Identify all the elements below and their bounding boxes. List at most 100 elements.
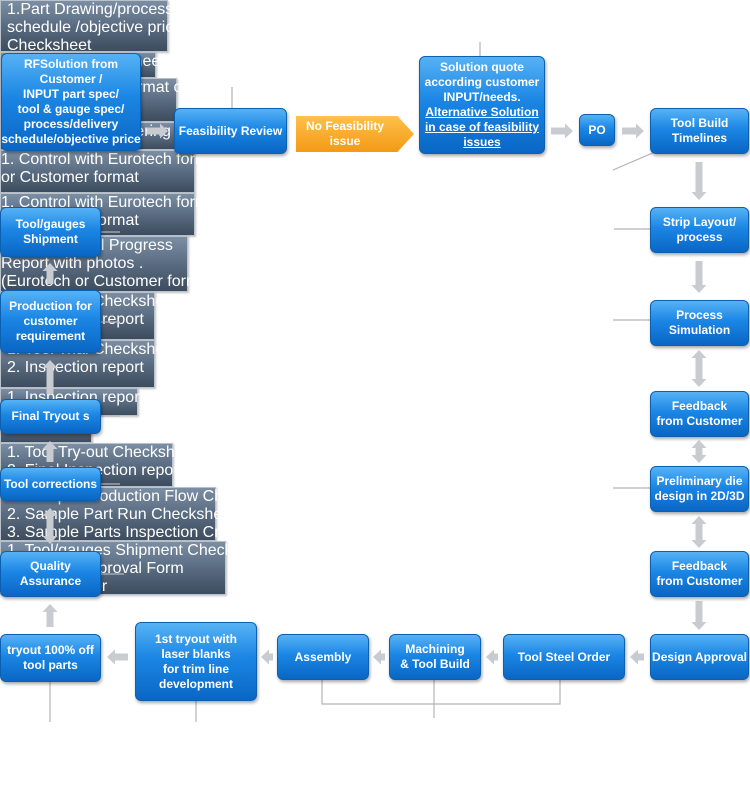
text-line: from Customer [656,574,743,588]
text-line: Alternative Solution [425,105,539,119]
text-line: Machining [405,642,465,656]
text-line: (Eurotech or Customer format) [1,273,218,290]
arrow-strip-to-simulation [691,261,707,293]
text-line: process [676,230,723,244]
text-line: Design Approval [652,649,747,664]
text-line: Tool Steel Order [517,649,611,664]
text-line: PO [588,122,606,137]
text-line: process/delivery [23,117,119,131]
text-line: 1. Control with Eurotech format [1,194,222,211]
text-line: Production for [9,299,92,313]
tool-steel-order-box: Tool Steel Order [503,634,625,680]
arrow-approval-to-steel [630,649,644,665]
text-line: Checksheet [7,37,92,54]
text-line: Final Tryout s [11,409,90,423]
text-line: Simulation [668,323,731,337]
connector-weekly [321,680,561,705]
text-line: Timelines [671,131,728,145]
text-line: RFSolution from [24,57,118,71]
arrow-quality-corrections [42,508,58,544]
arrow-po-to-timelines [622,123,644,139]
arrow-quote-to-po [551,123,573,139]
text-line: laser blanks [161,646,231,661]
part-drawing-note: 1.Part Drawing/process/schedule /objecti… [0,0,183,54]
text-line: Report with photos . [1,255,144,272]
text-line: 1. Control with Eurotech format [1,151,222,168]
text-line: issues [463,135,501,149]
strip-layout-box: Strip Layout/process [650,207,749,253]
text-line: development [158,676,233,691]
text-line: Tool/gauges [15,217,86,231]
arrow-feedback-preliminary [691,440,707,463]
text-line: Process [676,308,723,322]
text-line: tool parts [23,658,78,672]
arrow-machining-to-assembly [373,649,385,665]
arrow-preliminary-feedback [691,516,707,548]
arrow-first-tryout-to-100 [107,649,128,665]
arrow-production-to-shipment [42,263,58,284]
text-line: Preliminary die [656,474,743,488]
text-line: Strip Layout/ [662,215,737,229]
text-line: & Tool Build [400,657,470,671]
text-line: in case of feasibility [424,120,540,134]
text-line: INPUT part spec/ [22,87,120,101]
text-line: issue [329,134,361,148]
text-line: Tool Build [670,116,729,130]
text-line: Assembly [294,649,352,664]
arrow-100-to-quality [42,604,58,627]
final-tryout-box: Final Tryout s [0,399,101,434]
text-line: tryout 100% off [7,643,94,657]
tool-corrections-box: Tool corrections [0,467,101,501]
machining-box: Machining& Tool Build [389,634,481,680]
text-line: from Customer [656,414,743,428]
text-line: 1st tryout with [154,631,237,646]
arrow-simulation-feedback [691,350,707,387]
text-line: Shipment [23,232,78,246]
text-line: INPUT/needs. [443,90,521,104]
arrow-final-to-production [42,360,58,394]
text-line: 2. Sample Part Run Checksheet [7,506,236,523]
text-line: customer [23,314,78,328]
arrow-steel-to-machining [486,649,498,665]
text-line: 3. Sample Parts Inspection Criteria [7,524,255,541]
feasibility-review-box: Feasibility Review [174,108,287,154]
text-line: Feedback [671,559,728,573]
text-line: for trim line [162,661,229,676]
arrow-assembly-to-first-tryout [261,649,273,665]
text-line: requirement [15,329,86,343]
text-line: according customer [424,75,540,89]
arrow-corrections-to-final [42,441,58,462]
po-box: PO [579,114,615,146]
text-line: 1.Part Drawing/process/ [7,1,178,18]
text-line: Feasibility Review [178,123,283,138]
text-line: schedule/objective price [1,132,141,146]
text-line: No Feasibility [305,119,385,133]
text-line: 2. Inspection report [7,359,144,376]
arrow-feedback-to-approval [691,601,707,630]
assembly-box: Assembly [277,634,369,680]
arrow-rfsolution-to-feasibility [147,123,168,139]
text-line: Quality [30,559,71,573]
text-line: or Customer format [1,169,139,186]
text-line: tool & gauge spec/ [17,102,125,116]
text-line: Assurance [19,574,82,588]
text-line: Solution quote [440,60,524,74]
text-line: schedule /objective price [7,19,183,36]
design-approval-box: Design Approval [650,634,749,680]
text-line: Feedback [671,399,728,413]
arrow-timelines-to-strip [691,162,707,200]
